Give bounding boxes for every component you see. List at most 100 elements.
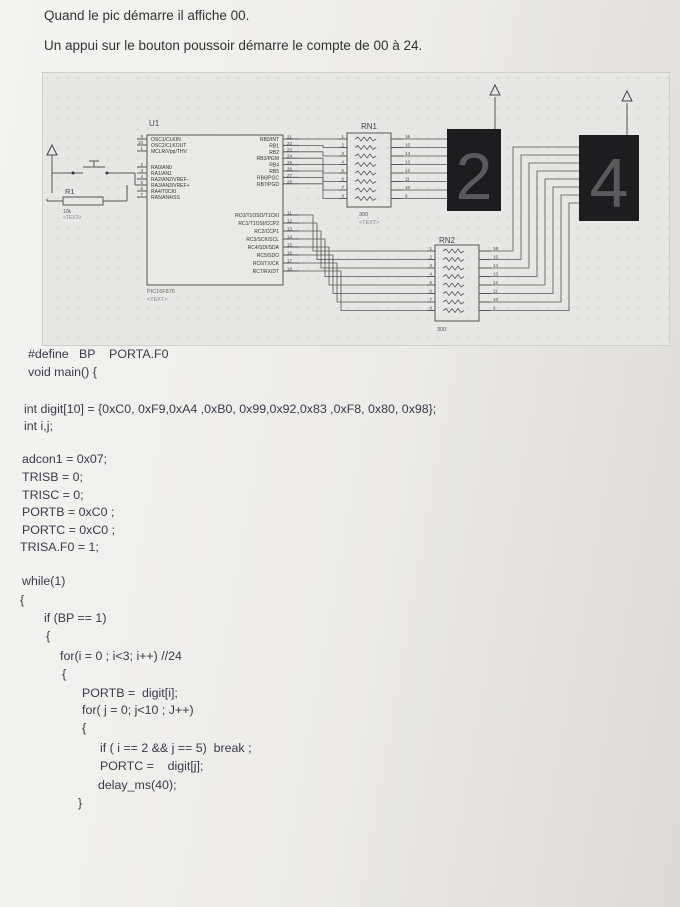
- display-1-digit: 2: [456, 139, 493, 213]
- r1-value: 10k: [63, 209, 72, 215]
- u1-pin-number: 18: [287, 267, 293, 272]
- u1-pin-number: 22: [287, 141, 293, 146]
- u1-pin-number: 6: [140, 186, 143, 191]
- wire-portb: [299, 170, 339, 182]
- rn1-text: <TEXT>: [359, 220, 379, 226]
- rn1-pin-number: 16: [405, 134, 411, 139]
- wire-portb: [299, 145, 339, 148]
- wire-display-2: [491, 194, 579, 303]
- u1-pin-name: RC2/CCP1: [254, 229, 279, 235]
- code-line: while(1): [22, 574, 66, 588]
- wire-portc: [299, 214, 427, 252]
- rn2-pin-number: 7: [429, 297, 432, 302]
- u1-pin-name: RA4/T0CKI: [151, 189, 176, 195]
- rn1-pin-number: 5: [341, 168, 344, 173]
- rn2-pin-number: 11: [493, 289, 498, 294]
- rn1-pin-number: 12: [405, 168, 411, 173]
- u1-pin-name: RB2: [269, 150, 279, 156]
- code-line: PORTC = 0xC0 ;: [22, 523, 116, 537]
- rn1-ref: RN1: [361, 122, 378, 131]
- resistor-r1: [46, 185, 128, 206]
- rn2-pin-number: 5: [429, 280, 432, 285]
- rn1-body: [346, 132, 392, 208]
- u1-pin-name: RA5/AN4/SS: [151, 195, 181, 201]
- code-line: if (BP == 1): [44, 611, 107, 625]
- u1-pin-name: RA0/AN0: [151, 165, 172, 171]
- u1-pin-number: 4: [140, 174, 143, 179]
- code-line: {: [46, 629, 51, 643]
- u1-pin-name: RB0/INT: [260, 137, 279, 143]
- u1-pin-number: 16: [287, 251, 293, 256]
- intro-line-1: Quand le pic démarre il affiche 00.: [44, 8, 250, 23]
- wire-portb: [299, 183, 339, 199]
- code-line: {: [62, 667, 67, 681]
- u1-pin-name: RA1/AN1: [151, 171, 172, 177]
- u1-pin-number: 10: [138, 140, 144, 145]
- u1-pin-number: 25: [287, 160, 293, 165]
- rn1-pin-number: 7: [341, 185, 344, 190]
- rn1-pin-number: 9: [405, 194, 408, 199]
- u1-pin-number: 9: [140, 134, 143, 139]
- rn1-pin-number: 11: [405, 177, 410, 182]
- display-2-digit: 4: [590, 144, 629, 222]
- wire-display-2: [491, 186, 579, 294]
- code-line: {: [20, 593, 25, 607]
- u1-pin-number: 26: [287, 167, 293, 172]
- u1-pin-number: 17: [287, 259, 293, 264]
- rn2-pin-number: 10: [493, 297, 499, 302]
- rn2-pin-number: 12: [493, 280, 499, 285]
- wire-portc: [299, 254, 427, 294]
- u1-part: PIC16F876: [147, 289, 175, 295]
- u1-pin-name: RC3/SCK/SCL: [246, 237, 279, 243]
- rn1-pin-number: 1: [341, 134, 344, 139]
- u1-pin-name: RC4/SDI/SDA: [248, 245, 280, 251]
- code-line: PORTB = digit[i];: [82, 686, 178, 700]
- wire-display-2: [491, 202, 579, 311]
- code-line: TRISA.F0 = 1;: [20, 540, 99, 554]
- u1-body: [146, 134, 284, 286]
- code-line: for( j = 0; j<10 ; J++): [82, 703, 194, 717]
- wire-portc: [299, 222, 427, 260]
- u1-ref: U1: [149, 119, 160, 128]
- u1-pin-name: RC1/T1OSI/CCP2: [238, 221, 279, 227]
- rn1-pin-number: 2: [341, 143, 344, 148]
- wire-portb: [299, 164, 339, 174]
- r1-ref: R1: [65, 187, 75, 196]
- u1-pin-number: 14: [287, 235, 293, 240]
- rn1-pin-number: 3: [341, 151, 344, 156]
- u1-pin-number: 3: [140, 168, 143, 173]
- rn2-pin-number: 8: [429, 306, 432, 311]
- rn1-pin-number: 6: [341, 177, 344, 182]
- rn2-pin-number: 6: [429, 289, 432, 294]
- code-line: TRISB = 0;: [22, 470, 83, 484]
- u1-text: <TEXT>: [147, 297, 167, 303]
- wire-portb: [299, 151, 339, 157]
- code-line: void main() {: [28, 365, 97, 379]
- code-line: for(i = 0 ; i<3; i++) //24: [60, 649, 182, 663]
- code-line: int digit[10] = {0xC0, 0xF9,0xA4 ,0xB0, …: [24, 402, 437, 416]
- rn1-pin-number: 14: [405, 151, 411, 156]
- code-line: adcon1 = 0x07;: [22, 452, 108, 466]
- code-line: PORTB = 0xC0 ;: [22, 505, 115, 519]
- rn2-pin-number: 2: [429, 255, 432, 260]
- intro-line-2: Un appui sur le bouton poussoir démarre …: [44, 38, 423, 53]
- u1-pin-number: 1: [140, 146, 143, 151]
- wire-portc: [299, 230, 427, 269]
- u1-pin-name: RC6/TX/CK: [253, 261, 280, 267]
- push-button: [71, 160, 147, 186]
- wire-display-2: [491, 154, 579, 260]
- u1-pin-name: RB7/PGD: [257, 182, 279, 188]
- code-line: }: [78, 796, 83, 810]
- rn1-pin-number: 13: [405, 160, 411, 165]
- rn1-pin-number: 10: [405, 185, 411, 190]
- rn2-pin-number: 9: [493, 306, 496, 311]
- u1-pin-number: 7: [140, 192, 143, 197]
- wire-display-2: [491, 146, 579, 252]
- u1-pin-name: RB6/PGC: [257, 175, 279, 181]
- code-line: TRISC = 0;: [22, 488, 84, 502]
- u1-pin-number: 23: [287, 147, 293, 152]
- wire-portc: [299, 246, 427, 286]
- u1-pin-name: RB4: [269, 163, 279, 169]
- u1-pin-name: RC7/RX/DT: [253, 269, 279, 275]
